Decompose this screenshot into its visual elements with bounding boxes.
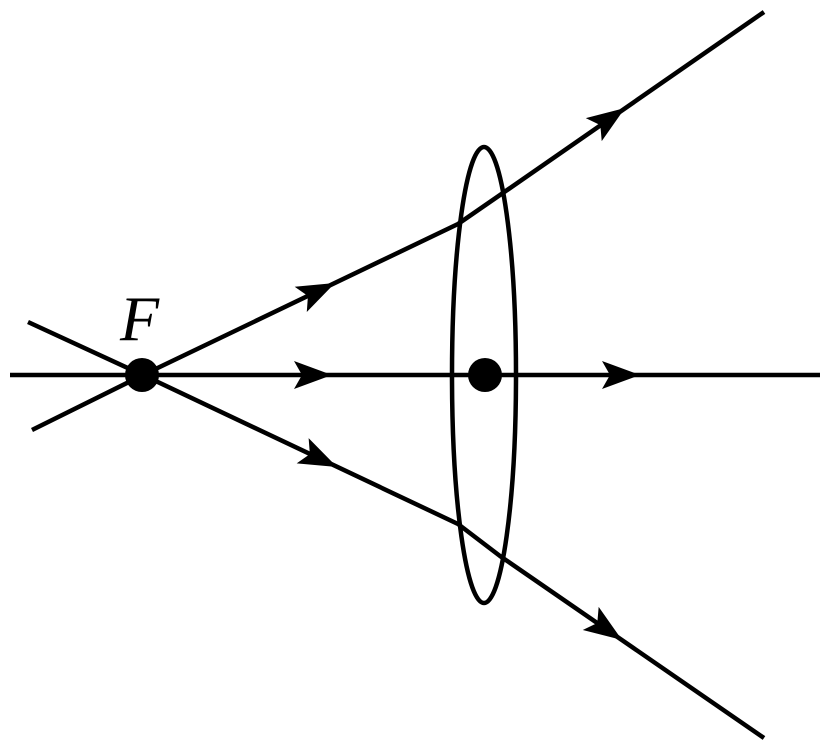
optical-center-dot bbox=[468, 358, 502, 392]
axis-arrow-right bbox=[602, 361, 640, 389]
upper-ray-arrow-incident bbox=[294, 283, 335, 313]
lower-ray-arrow-refracted bbox=[582, 606, 622, 640]
focus-label: F bbox=[119, 283, 160, 354]
axis-arrow-left bbox=[294, 361, 332, 389]
upper-ray-arrow-refracted bbox=[585, 108, 625, 142]
focal-point-dot bbox=[125, 358, 159, 392]
convex-lens bbox=[449, 144, 519, 606]
lower-ray-arrow-incident bbox=[296, 438, 337, 467]
